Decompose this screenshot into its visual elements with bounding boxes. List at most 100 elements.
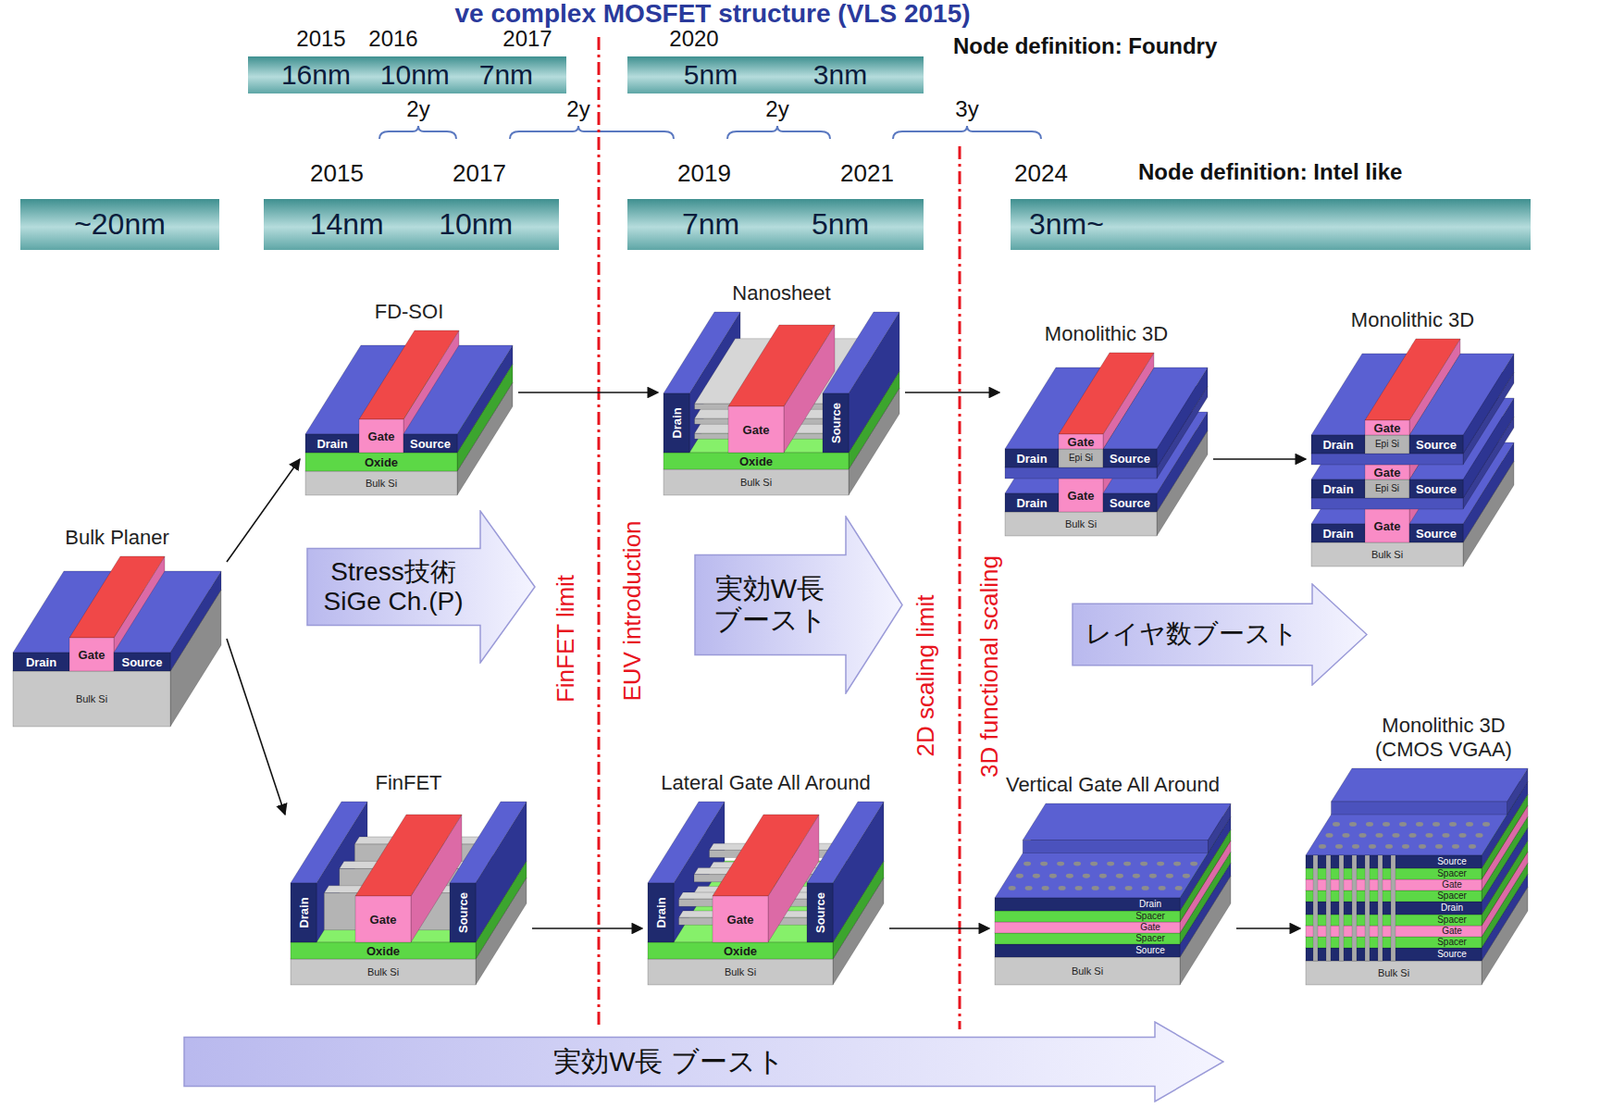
pillar (1364, 855, 1370, 961)
device-structure: Vertical Gate All AroundDrainSpacerGateS… (991, 770, 1235, 989)
year-label: 2021 (840, 160, 894, 188)
pillar-top (1349, 821, 1357, 827)
node-size-text: 3nm (813, 59, 868, 92)
bracket (727, 125, 831, 139)
part-label: Gate (1067, 489, 1095, 502)
part-label: Source (1437, 856, 1467, 867)
flow-arrow (226, 638, 286, 815)
pillar-top (1368, 843, 1377, 849)
flow-arrow (1236, 927, 1301, 930)
part-label: Oxide (366, 944, 400, 957)
part-label: Drain (297, 896, 311, 928)
device-face (994, 943, 1180, 957)
device-drawing (12, 556, 222, 727)
device-block (355, 814, 462, 943)
device-face (1409, 523, 1464, 543)
part-label: Spacer (1437, 937, 1467, 947)
device-face (1305, 960, 1482, 985)
part-label: Drain (1016, 452, 1047, 465)
limit-line (597, 37, 601, 1030)
device-face (822, 311, 900, 394)
device-structure: Bulk PlanerGateDrain SourceBulk Si (9, 523, 225, 731)
bracket (509, 125, 674, 139)
device-face (1364, 434, 1410, 454)
pillar-top (1182, 873, 1191, 879)
pillar-top (1149, 873, 1157, 879)
pillar-top (1066, 873, 1074, 879)
pillar-top (1025, 885, 1033, 891)
device-structure: Monolithic 3D (CMOS VGAA)SourceSpacerGat… (1302, 711, 1540, 989)
device-face (1311, 479, 1365, 498)
arrow-text-box: Stress技術 SiGe Ch.(P) (306, 548, 481, 626)
device-face (1022, 840, 1208, 854)
device-face (663, 469, 849, 496)
pillar (1326, 855, 1331, 961)
part-label: Drain (670, 407, 683, 438)
device-block (822, 311, 900, 453)
device-face (728, 324, 835, 407)
part-label: Gate (1374, 421, 1402, 435)
node-size-text: 10nm (380, 59, 450, 92)
legend-heading: Node definition: Foundry (953, 33, 1217, 60)
bracket (893, 125, 1042, 139)
device-face (728, 406, 784, 453)
pillar (1339, 855, 1344, 961)
part-label: Source (121, 656, 162, 669)
page-title: ve complex MOSFET structure (VLS 2015) (454, 0, 970, 28)
part-label: Source (1109, 496, 1151, 509)
pillar-top (1123, 861, 1131, 867)
device-face (647, 882, 674, 943)
device-face (1058, 478, 1104, 512)
part-label: Drain (25, 656, 57, 669)
device-face (712, 814, 819, 896)
part-label: Bulk Si (1371, 549, 1403, 560)
part-label: Spacer (1135, 933, 1166, 943)
structure-heading: Bulk Planer (64, 525, 170, 549)
year-label: 2016 (368, 25, 418, 52)
device-face (355, 814, 462, 896)
device-face (305, 434, 360, 453)
device-face (994, 956, 1180, 985)
part-label: Oxide (364, 456, 398, 469)
pillar-top (1141, 885, 1150, 891)
pillar-top (1165, 873, 1174, 879)
part-label: Drain (1016, 496, 1047, 509)
pillar-top (1442, 832, 1451, 838)
node-band: 7nm5nm (627, 198, 924, 250)
part-label: Bulk Si (75, 694, 108, 705)
block-arrow: 実効W長 ブースト (183, 1020, 1225, 1103)
device-face (12, 652, 70, 671)
device-face (663, 393, 690, 453)
block-arrow-outline (694, 516, 903, 694)
device-face (1103, 493, 1157, 512)
pillar-top (1465, 821, 1474, 827)
node-size-text: 5nm (683, 59, 738, 92)
year-label: 2024 (1014, 160, 1068, 188)
pillar-top (1073, 861, 1081, 867)
device-face (1311, 523, 1365, 543)
device-face (647, 958, 833, 985)
pillar (1351, 855, 1357, 961)
device-face (403, 345, 513, 435)
flow-arrow (518, 391, 658, 394)
part-label: Epi Si (1068, 453, 1093, 463)
node-size-text: 10nm (438, 207, 513, 242)
pillar-top (1108, 885, 1117, 891)
device-structure: FD-SOIGateDrainSourceOxideBulk Si (301, 297, 517, 499)
device-face (1409, 434, 1464, 454)
device-face (806, 882, 833, 943)
part-label: Bulk Si (1377, 967, 1410, 979)
pillar-top (1056, 861, 1065, 867)
part-label: Gate (370, 913, 397, 926)
part-label: Drain (1322, 527, 1353, 540)
device-face (1004, 448, 1059, 468)
milestone-label: EUV introduction (619, 520, 647, 701)
pillar-top (1032, 873, 1041, 879)
device-face (1058, 352, 1154, 435)
pillar-top (1449, 821, 1457, 827)
device-drawing (647, 801, 884, 985)
device-structure: Monolithic 3DGateDrainEpi SiSourceGateDr… (1001, 320, 1212, 540)
part-label: Gate (368, 430, 396, 443)
part-label: Gate (78, 648, 106, 661)
part-label: Source (1415, 438, 1457, 451)
